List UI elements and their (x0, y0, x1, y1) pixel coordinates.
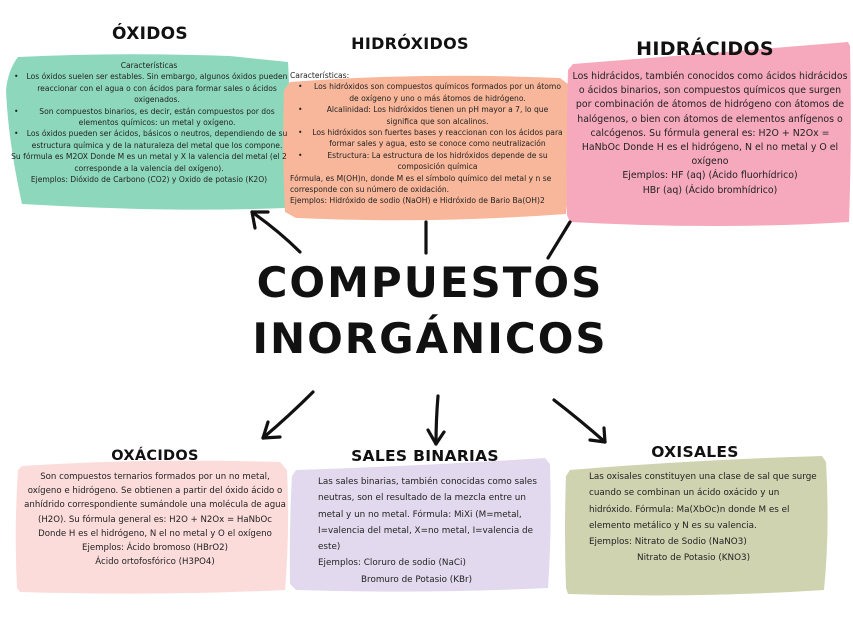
oxidos-bullet: Son compuestos binarios, es decir, están… (8, 106, 290, 129)
oxacidos-example-1: Ejemplos: Ácido bromoso (HBrO2) (82, 543, 228, 554)
hidroxidos-bullets: Los hidróxidos son compuestos químicos f… (290, 81, 565, 172)
arrow-to-oxisales-head (588, 426, 607, 444)
hidroxidos-bullet: Los hidróxidos son fuertes bases y reacc… (290, 127, 565, 150)
oxacidos-title: OXÁCIDOS (111, 448, 199, 464)
line-to-hidracidos (546, 220, 572, 260)
sales-binarias-content: Las sales binarias, también conocidas co… (318, 474, 550, 588)
oxidos-formula: Su fórmula es M2OX Donde M es un metal y… (11, 152, 287, 173)
hidracidos-content: Los hidrácidos, también conocidos como á… (572, 70, 848, 198)
oxidos-bullet: Los óxidos suelen ser estables. Sin emba… (8, 71, 290, 105)
oxidos-bullets: Los óxidos suelen ser estables. Sin emba… (8, 71, 290, 151)
sales-binarias-description: Las sales binarias, también conocidas co… (318, 477, 537, 553)
arrow-to-oxisales (552, 398, 607, 444)
center-title-line1: COMPUESTOS (256, 258, 604, 307)
oxacidos-content: Son compuestos ternarios formados por un… (24, 470, 286, 569)
oxisales-example-2: Nitrato de Potasio (KNO3) (637, 553, 751, 564)
hidracidos-description: Los hidrácidos, también conocidos como á… (572, 71, 848, 168)
hidracidos-title: HIDRÁCIDOS (636, 38, 774, 60)
oxisales-content: Las oxisales constituyen una clase de sa… (589, 469, 819, 567)
hidroxidos-bullet: Los hidróxidos son compuestos químicos f… (290, 81, 565, 104)
hidroxidos-title: HIDRÓXIDOS (351, 34, 469, 53)
hidroxidos-examples: Ejemplos: Hidróxido de sodio (NaOH) e Hi… (290, 196, 545, 206)
arrow-to-sales-head (426, 428, 446, 446)
oxidos-subtitle: Características (120, 61, 178, 70)
oxisales-description: Las oxisales constituyen una clase de sa… (589, 472, 817, 531)
oxisales-example-1: Ejemplos: Nitrato de Sodio (NaNO3) (589, 537, 747, 548)
oxidos-title: ÓXIDOS (112, 24, 188, 44)
hidroxidos-formula: Fórmula, es M(OH)n, donde M es el símbol… (290, 173, 552, 195)
hidroxidos-bullet: Estructura: La estructura de los hidróxi… (290, 150, 565, 173)
hidroxidos-content: Características: Los hidróxidos son comp… (290, 70, 565, 207)
oxacidos-example-2: Ácido ortofosfórico (H3PO4) (95, 557, 215, 568)
hidroxidos-bullet: Alcalinidad: Los hidróxidos tienen un pH… (290, 104, 565, 127)
center-title: COMPUESTOS INORGÁNICOS (230, 255, 630, 367)
hidroxidos-subtitle: Características: (290, 71, 350, 80)
oxidos-bullet: Los óxidos pueden ser ácidos, básicos o … (8, 128, 290, 151)
center-title-line2: INORGÁNICOS (252, 314, 608, 363)
arrow-to-oxacidos (261, 390, 315, 440)
oxacidos-description: Son compuestos ternarios formados por un… (24, 472, 286, 539)
oxisales-title: OXISALES (651, 443, 739, 461)
arrow-to-sales (434, 394, 440, 446)
sales-binarias-example-2: Bromuro de Potasio (KBr) (361, 574, 473, 585)
oxidos-examples: Ejemplos: Dióxido de Carbono (CO2) y Oxi… (30, 175, 268, 185)
arrow-to-oxidos-head (250, 210, 270, 230)
hidracidos-example-2: HBr (aq) (Ácido bromhídrico) (642, 184, 778, 196)
sales-binarias-example-1: Ejemplos: Cloruro de sodio (NaCi) (318, 558, 466, 569)
arrow-to-oxacidos-head (261, 420, 282, 440)
hidracidos-example-1: Ejemplos: HF (aq) (Ácido fluorhídrico) (622, 170, 798, 182)
oxidos-content: Características Los óxidos suelen ser es… (8, 60, 290, 185)
sales-binarias-title: SALES BINARIAS (351, 447, 499, 465)
arrow-to-oxidos (250, 210, 302, 254)
